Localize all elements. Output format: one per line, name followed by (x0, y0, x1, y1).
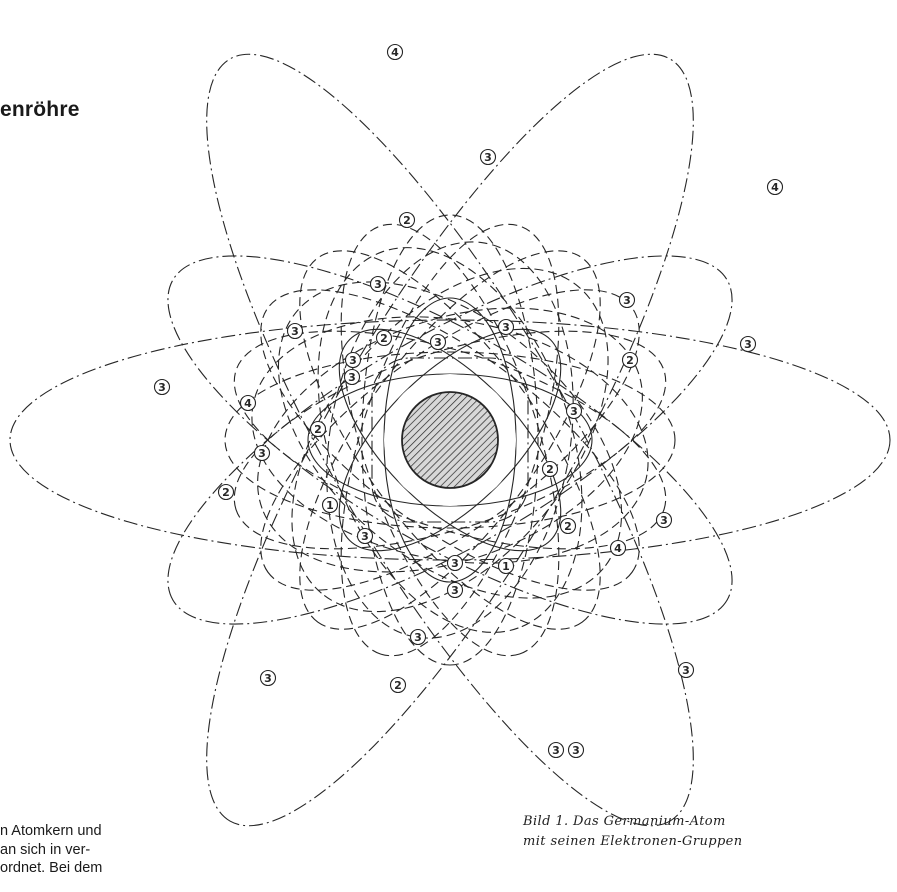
electron-label: 3 (371, 277, 386, 292)
electron-label-text: 1 (502, 560, 510, 573)
electron-label-text: 2 (380, 332, 388, 345)
electron-label: 2 (543, 462, 558, 477)
electron-label: 3 (431, 335, 446, 350)
electron-label: 1 (323, 498, 338, 513)
electron-label: 2 (400, 213, 415, 228)
electron-label-text: 3 (434, 336, 442, 349)
electron-label-text: 3 (451, 557, 459, 570)
electron-label-text: 3 (348, 371, 356, 384)
atom-nucleus-group (384, 374, 516, 506)
electron-label-text: 3 (484, 151, 492, 164)
electron-label: 3 (569, 743, 584, 758)
electron-label-text: 4 (771, 181, 779, 194)
electron-label-text: 4 (391, 46, 399, 59)
body-text: n Atomkern und an sich in ver- ordnet. B… (0, 822, 200, 878)
electron-label: 3 (679, 663, 694, 678)
electron-label: 3 (448, 556, 463, 571)
figure-caption-line: mit seinen Elektronen-Gruppen (523, 832, 743, 852)
electron-label-text: 3 (552, 744, 560, 757)
electron-label: 3 (155, 380, 170, 395)
electron-label-text: 3 (570, 405, 578, 418)
electron-label-text: 2 (394, 679, 402, 692)
electron-label: 4 (388, 45, 403, 60)
electron-label: 2 (623, 353, 638, 368)
electron-label: 3 (549, 743, 564, 758)
figure-caption-line: Bild 1. Das Germanium-Atom (523, 812, 743, 832)
electron-label: 4 (241, 396, 256, 411)
electron-label-text: 3 (264, 672, 272, 685)
electron-label: 3 (448, 583, 463, 598)
electron-label: 2 (377, 331, 392, 346)
electron-label: 3 (288, 324, 303, 339)
electron-label-text: 3 (414, 631, 422, 644)
electron-label: 3 (345, 370, 360, 385)
electron-label-text: 3 (660, 514, 668, 527)
electron-label: 3 (499, 320, 514, 335)
electron-label-text: 2 (564, 520, 572, 533)
electron-label-text: 4 (244, 397, 252, 410)
electron-label: 3 (741, 337, 756, 352)
electron-label: 3 (358, 529, 373, 544)
electron-label: 3 (411, 630, 426, 645)
body-text-line: ordnet. Bei dem (0, 859, 200, 878)
electron-label-text: 2 (314, 423, 322, 436)
electron-label: 3 (481, 150, 496, 165)
atom-nucleus (402, 392, 498, 488)
electron-label-text: 3 (258, 447, 266, 460)
electron-label: 3 (657, 513, 672, 528)
electron-label: 2 (219, 485, 234, 500)
electron-label: 3 (255, 446, 270, 461)
electron-label: 2 (391, 678, 406, 693)
electron-label-text: 3 (158, 381, 166, 394)
electron-label-text: 3 (682, 664, 690, 677)
electron-label-text: 2 (222, 486, 230, 499)
electron-label-text: 2 (626, 354, 634, 367)
electron-label-text: 3 (623, 294, 631, 307)
electron-label-text: 2 (403, 214, 411, 227)
electron-label: 2 (561, 519, 576, 534)
electron-label: 1 (499, 559, 514, 574)
body-text-line: n Atomkern und (0, 822, 200, 841)
electron-label: 2 (311, 422, 326, 437)
electron-label-text: 2 (546, 463, 554, 476)
electron-label-text: 3 (349, 354, 357, 367)
figure-caption: Bild 1. Das Germanium-Atom mit seinen El… (523, 812, 743, 852)
electron-label-text: 3 (291, 325, 299, 338)
electron-label: 3 (567, 404, 582, 419)
electron-label-text: 3 (744, 338, 752, 351)
electron-label: 4 (611, 541, 626, 556)
electron-label-text: 4 (614, 542, 622, 555)
electron-label: 3 (620, 293, 635, 308)
body-text-line: an sich in ver- (0, 841, 200, 860)
electron-label-text: 3 (374, 278, 382, 291)
electron-label-text: 3 (361, 530, 369, 543)
electron-label: 3 (261, 671, 276, 686)
electron-label-text: 3 (502, 321, 510, 334)
electron-label: 4 (768, 180, 783, 195)
electron-label: 3 (346, 353, 361, 368)
electron-label-text: 3 (451, 584, 459, 597)
electron-label-text: 1 (326, 499, 334, 512)
electron-label-text: 3 (572, 744, 580, 757)
